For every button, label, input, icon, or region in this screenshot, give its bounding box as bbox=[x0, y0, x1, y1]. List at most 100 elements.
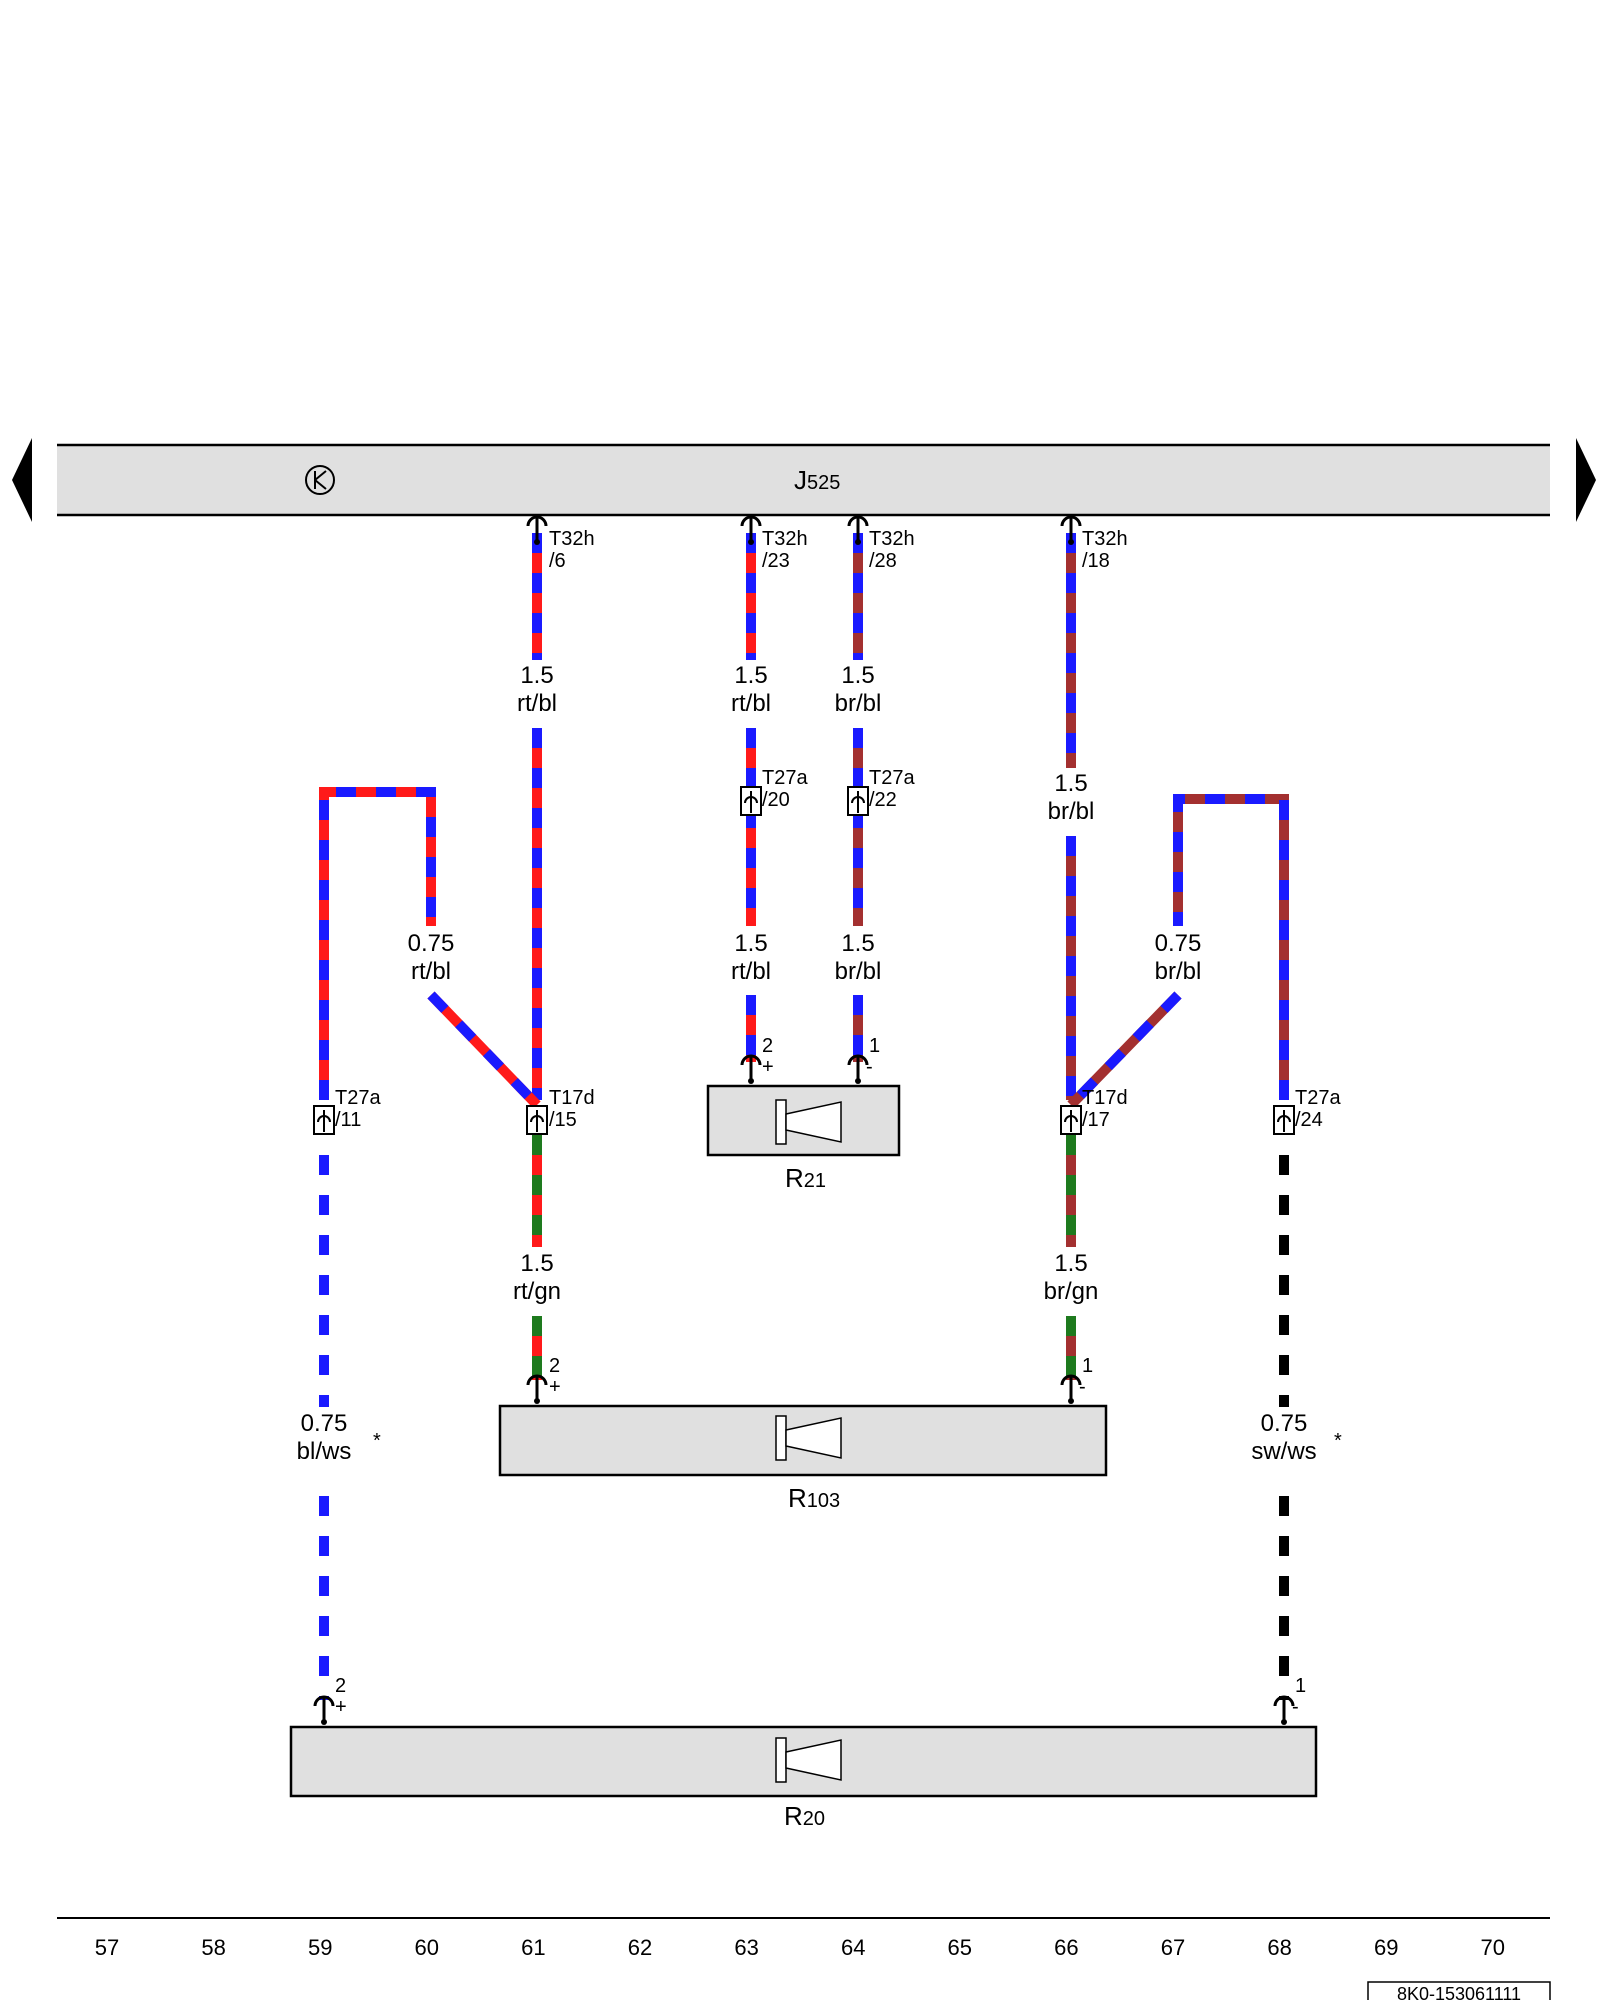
pin-number: 1 bbox=[1295, 1675, 1306, 1697]
doc-id: 8K0-153061111 bbox=[1397, 1984, 1521, 2000]
wire-color: rt/bl bbox=[517, 690, 557, 717]
pin-polarity: - bbox=[1079, 1376, 1086, 1398]
connector-pin: /24 bbox=[1295, 1109, 1323, 1131]
unit-name: J bbox=[794, 465, 807, 495]
wire-size: 1.5 bbox=[1054, 1250, 1087, 1277]
connector-pin: /22 bbox=[869, 789, 897, 811]
pin-polarity: + bbox=[549, 1376, 561, 1398]
column-number: 58 bbox=[201, 1935, 225, 1960]
speaker-r21: R21 bbox=[706, 1084, 901, 1193]
connector-t27a-20 bbox=[740, 786, 762, 816]
component-sub: 103 bbox=[807, 1490, 840, 1512]
connector-label: T32h bbox=[869, 528, 915, 550]
connector-label: T32h bbox=[549, 528, 595, 550]
next-page-arrow[interactable] bbox=[1576, 438, 1596, 522]
connector-label: T27a bbox=[869, 767, 915, 789]
component-sub: 20 bbox=[803, 1808, 825, 1830]
connector-t17d-15 bbox=[526, 1105, 548, 1135]
column-number: 57 bbox=[95, 1935, 119, 1960]
column-number: 60 bbox=[415, 1935, 439, 1960]
component-name: R bbox=[784, 1801, 803, 1831]
connector-t17d-17 bbox=[1060, 1105, 1082, 1135]
connector-pin: /23 bbox=[762, 550, 790, 572]
wire-color: br/bl bbox=[1048, 798, 1095, 825]
connector-pin: /17 bbox=[1082, 1109, 1110, 1131]
component-sub: 21 bbox=[804, 1170, 826, 1192]
wire-color: rt/bl bbox=[731, 958, 771, 985]
pin-polarity: - bbox=[1292, 1696, 1299, 1718]
connector-group bbox=[313, 515, 1295, 1725]
wire-size: 1.5 bbox=[1054, 770, 1087, 797]
svg-text:R21: R21 bbox=[785, 1163, 826, 1193]
wire-size: 0.75 bbox=[301, 1410, 348, 1437]
wire-67-diagonal bbox=[1067, 991, 1182, 1109]
doc-id-box: 8K0-153061111 bbox=[1367, 1981, 1551, 2000]
wire-60-diagonal bbox=[427, 991, 541, 1109]
pin-labels: 2 + 1 - 2 + 1 - 2 + 1 - bbox=[335, 1035, 1306, 1718]
connector-pin: /11 bbox=[335, 1109, 361, 1131]
connector-t27a-22 bbox=[847, 786, 869, 816]
wire-size: 0.75 bbox=[408, 930, 455, 957]
pin-r103-2 bbox=[526, 1374, 548, 1404]
wire-color: rt/bl bbox=[411, 958, 451, 985]
column-number: 67 bbox=[1161, 1935, 1185, 1960]
column-number: 62 bbox=[628, 1935, 652, 1960]
wire-color: br/bl bbox=[835, 690, 882, 717]
speaker-r103: R103 bbox=[498, 1404, 1108, 1513]
connector-label: T17d bbox=[549, 1087, 595, 1109]
svg-text:J525: J525 bbox=[794, 465, 840, 495]
pin-polarity: + bbox=[762, 1056, 774, 1078]
connector-t27a-24 bbox=[1273, 1105, 1295, 1135]
connector-label: T27a bbox=[762, 767, 808, 789]
connector-label: T27a bbox=[335, 1087, 381, 1109]
pin-number: 2 bbox=[549, 1355, 560, 1377]
svg-text:R20: R20 bbox=[784, 1801, 825, 1831]
pin-polarity: - bbox=[866, 1056, 873, 1078]
wire-color: rt/bl bbox=[731, 690, 771, 717]
wire-size: 1.5 bbox=[841, 930, 874, 957]
pin-number: 2 bbox=[762, 1035, 773, 1057]
wire-59-loop bbox=[319, 787, 436, 1100]
connector-labels: T32h /6 T32h /23 T32h /28 T32h /18 T27a … bbox=[335, 528, 1341, 1131]
column-number: 70 bbox=[1481, 1935, 1505, 1960]
column-number: 59 bbox=[308, 1935, 332, 1960]
column-number: 63 bbox=[734, 1935, 758, 1960]
connector-pin: /20 bbox=[762, 789, 790, 811]
connector-label: T32h bbox=[762, 528, 808, 550]
connector-pin: /28 bbox=[869, 550, 897, 572]
wire-color: br/bl bbox=[1155, 958, 1202, 985]
svg-text:R103: R103 bbox=[788, 1483, 840, 1513]
connector-t27a-11 bbox=[313, 1105, 335, 1135]
pin-r103-1 bbox=[1060, 1374, 1082, 1404]
connector-t32h-23 bbox=[740, 515, 762, 545]
wire-labels: 1.5 rt/bl 1.5 rt/bl 1.5 br/bl 1.5 br/bl … bbox=[297, 662, 1342, 1465]
connector-pin: /18 bbox=[1082, 550, 1110, 572]
speaker-icon bbox=[775, 1415, 842, 1461]
column-number: 64 bbox=[841, 1935, 865, 1960]
column-number: 68 bbox=[1267, 1935, 1291, 1960]
wire-size: 1.5 bbox=[520, 1250, 553, 1277]
column-number: 61 bbox=[521, 1935, 545, 1960]
pin-r21-1 bbox=[847, 1054, 869, 1084]
pin-r21-2 bbox=[740, 1054, 762, 1084]
prev-page-arrow[interactable] bbox=[12, 438, 32, 522]
wire-color: br/bl bbox=[835, 958, 882, 985]
column-number: 65 bbox=[948, 1935, 972, 1960]
pin-number: 1 bbox=[869, 1035, 880, 1057]
wire-size: 0.75 bbox=[1261, 1410, 1308, 1437]
unit-sub: 525 bbox=[807, 472, 840, 494]
pin-r20-2 bbox=[313, 1695, 335, 1725]
wire-color: sw/ws bbox=[1251, 1438, 1316, 1465]
speaker-r20: R20 bbox=[289, 1725, 1318, 1831]
pin-number: 2 bbox=[335, 1675, 346, 1697]
wire-color: bl/ws bbox=[297, 1438, 352, 1465]
connector-label: T17d bbox=[1082, 1087, 1128, 1109]
wire-color: rt/gn bbox=[513, 1278, 561, 1305]
column-number: 69 bbox=[1374, 1935, 1398, 1960]
speaker-icon bbox=[775, 1737, 842, 1783]
wire-size: 1.5 bbox=[734, 930, 767, 957]
speaker-icon bbox=[775, 1099, 842, 1145]
wire-note: * bbox=[373, 1430, 381, 1452]
